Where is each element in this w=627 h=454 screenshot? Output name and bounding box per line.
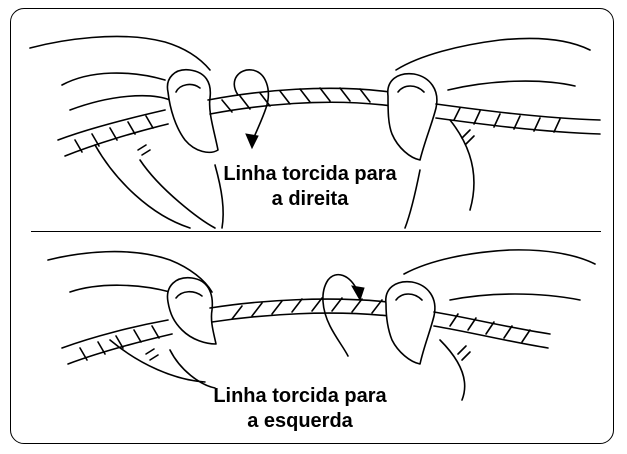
twist-arrow-left <box>322 273 365 357</box>
rope-bottom <box>209 297 391 323</box>
right-thread-top <box>435 103 601 135</box>
right-hand-bottom <box>403 249 596 401</box>
caption-left-twist: Linha torcida para a esquerda <box>170 384 430 434</box>
rope-top <box>207 87 393 115</box>
left-hand-bottom <box>47 250 216 389</box>
left-hand-top <box>29 35 224 229</box>
panel-divider <box>31 231 601 232</box>
left-thumb-bottom <box>166 277 217 345</box>
left-thread-bottom <box>61 319 173 365</box>
caption-left-twist-text: Linha torcida para a esquerda <box>213 385 387 432</box>
right-hand-top <box>395 37 591 229</box>
left-thread-top <box>57 109 169 157</box>
top-panel-illustration <box>29 35 601 229</box>
caption-right-twist: Linha torcida para a direita <box>190 162 430 212</box>
illustration-frame <box>10 8 614 444</box>
right-thumb-top <box>387 72 438 161</box>
right-thumb-bottom <box>385 280 436 365</box>
caption-right-twist-text: Linha torcida para a direita <box>223 163 397 210</box>
twist-arrow-right <box>233 69 270 150</box>
bottom-panel-illustration <box>47 249 596 401</box>
right-thread-bottom <box>433 311 551 349</box>
left-thumb-top <box>166 68 219 154</box>
